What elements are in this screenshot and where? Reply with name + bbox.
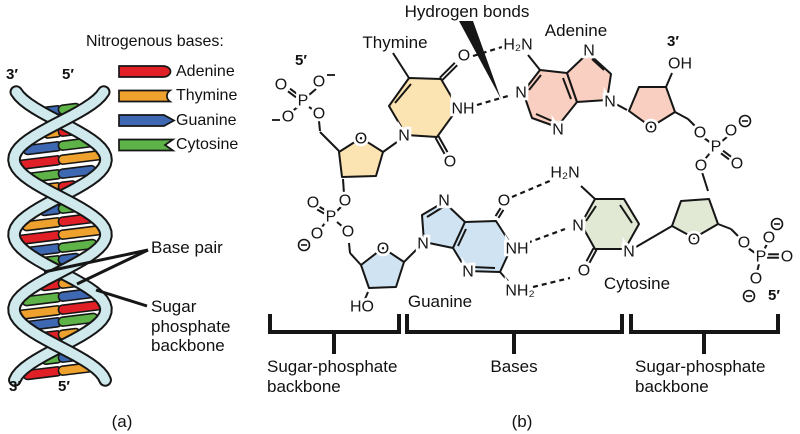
helix-3-prime-bottom: 3′: [9, 378, 21, 395]
hydrogen-bond: [511, 178, 553, 199]
caption-a: (a): [111, 412, 133, 431]
cytosine-ring: [580, 198, 640, 250]
five-prime-right: 5′: [768, 287, 780, 304]
bracket: [629, 314, 780, 334]
helix-5-prime-bottom: 5′: [58, 378, 70, 395]
atom-N: N: [583, 43, 595, 60]
atom-O: O: [377, 241, 389, 258]
hydrogen-bond: [476, 94, 509, 107]
helix-5-prime-top: 5′: [62, 66, 74, 83]
atom-O: O: [731, 156, 743, 173]
thymine-label: Thymine: [362, 33, 428, 52]
base-pair-label: Base pair: [151, 238, 223, 257]
atom-O: O: [313, 106, 325, 123]
hydrogen-bonds-label: Hydrogen bonds: [404, 2, 530, 21]
atom-O: O: [688, 232, 700, 249]
legend-swatch-guanine: [118, 114, 176, 127]
legend-label-adenine: Adenine: [176, 63, 235, 80]
sugar-phosphate-backbone-label: Sugar phosphate backbone: [151, 297, 231, 356]
three-prime-right: 3′: [667, 33, 679, 50]
atom-O: O: [694, 125, 706, 142]
bracket: [405, 314, 624, 334]
atom-O: O: [645, 120, 657, 137]
atom-HO: HO: [350, 299, 374, 316]
grouping-brackets: [268, 314, 780, 354]
atom-O: O: [738, 235, 750, 252]
atom-P: P: [326, 209, 337, 226]
adenine-label: Adenine: [544, 21, 608, 40]
atom-O: O: [307, 195, 319, 212]
legend-swatch-adenine: [118, 65, 172, 78]
bracket-label-left: Sugar-phosphate backbone: [267, 357, 398, 396]
atom-H₂N: H₂N: [550, 165, 579, 182]
atom-O: O: [342, 224, 354, 241]
guanine-sugar: [360, 247, 405, 289]
atom-NH₂: NH₂: [505, 283, 534, 300]
legend-label-guanine: Guanine: [176, 112, 237, 129]
atom-N: N: [623, 244, 635, 261]
annotation-pointer-lines: [43, 248, 149, 308]
legend-swatch-cytosine: [118, 138, 176, 152]
guanine-label: Guanine: [407, 292, 473, 311]
atom-N: N: [398, 128, 410, 145]
atom-N: N: [572, 218, 584, 235]
thymine-sugar: [338, 137, 384, 178]
atom-P: P: [711, 139, 722, 156]
atom-O: O: [781, 249, 793, 266]
atom-O: O: [355, 131, 367, 148]
atom-O: O: [313, 74, 325, 91]
atom-N: N: [515, 85, 527, 102]
cytosine-sugar: [671, 198, 719, 239]
caption-b: (b): [511, 412, 533, 431]
atom-P: P: [298, 93, 309, 110]
charge-symbols: [272, 74, 784, 303]
atom-O: O: [695, 158, 707, 175]
atom-O: O: [763, 230, 775, 247]
legend-title: Nitrogenous bases:: [86, 33, 224, 50]
atom-O: O: [275, 77, 287, 94]
atom-O: O: [750, 271, 762, 288]
atom-O: O: [498, 193, 510, 210]
legend-label-cytosine: Cytosine: [176, 136, 239, 153]
helix-strand-right: [7, 85, 113, 387]
atom-N: N: [552, 122, 564, 139]
atom-O: O: [311, 226, 323, 243]
atom-N: N: [462, 264, 474, 281]
atom-N: N: [417, 236, 429, 253]
adenine-sugar: [628, 86, 676, 128]
hydrogen-bonds-pointer-wedge: [459, 21, 501, 99]
atom-O: O: [444, 154, 456, 171]
atom-O: O: [578, 263, 590, 280]
atom-O: O: [339, 193, 351, 210]
legend-swatch-thymine: [118, 89, 173, 103]
legend-label-thymine: Thymine: [176, 87, 238, 104]
helix-strand-left: [7, 85, 113, 387]
bracket-label-bases: Bases: [490, 357, 538, 376]
bracket: [268, 314, 401, 334]
atom-NH: NH: [451, 101, 474, 118]
atom-OH: OH: [668, 56, 692, 73]
dna-helix: [7, 85, 113, 387]
legend-swatches: [118, 65, 176, 152]
atom-P: P: [756, 249, 767, 266]
hydrogen-bond: [526, 227, 566, 245]
helix-3-prime-top: 3′: [6, 66, 18, 83]
atom-N: N: [604, 94, 616, 111]
atom-O: O: [725, 123, 737, 140]
atom-H₂N: H₂N: [503, 37, 532, 54]
hydrogen-bond: [532, 276, 571, 289]
bracket-label-right: Sugar-phosphate backbone: [635, 357, 766, 396]
atom-N: N: [438, 193, 450, 210]
atom-O: O: [282, 109, 294, 126]
atom-NH: NH: [505, 241, 528, 258]
bonds: [287, 45, 780, 300]
cytosine-label: Cytosine: [603, 274, 671, 293]
five-prime-left: 5′: [295, 52, 307, 69]
atom-O: O: [458, 48, 470, 65]
